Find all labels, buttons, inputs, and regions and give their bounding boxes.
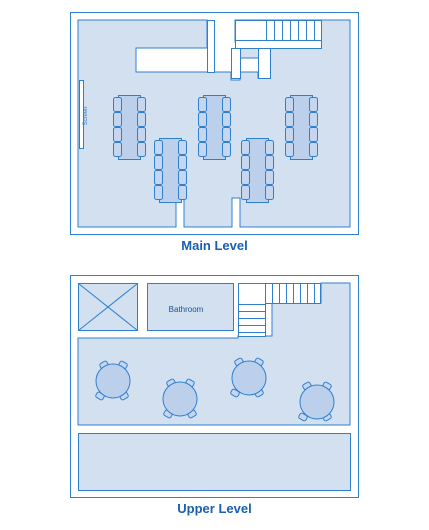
bathroom-room: [147, 283, 234, 331]
round-table-1: [95, 360, 131, 401]
main-table-2: [154, 138, 187, 203]
round-table-2: [162, 378, 198, 419]
upper-stair-top-treads: [272, 283, 315, 303]
upper-level-plan: Bathroom: [70, 275, 359, 498]
storage-cross-b: [78, 283, 138, 331]
screen: [79, 80, 84, 149]
main-table-4: [241, 138, 274, 203]
round-table-3: [230, 357, 267, 398]
bathroom-label: Bathroom: [169, 305, 204, 314]
main-level-stair-wall: [258, 48, 271, 79]
main-table-3: [198, 95, 231, 160]
main-level-plan: Screen: [70, 12, 359, 235]
upper-stair-flight-treads: [238, 304, 265, 333]
main-level-entry-wall: [231, 48, 241, 79]
main-level-stairs: [235, 20, 322, 49]
screen-label: Screen: [83, 106, 89, 125]
main-table-5: [285, 95, 318, 160]
main-table-1: [113, 95, 146, 160]
upper-level-lower-room: [78, 433, 351, 491]
upper-level-title: Upper Level: [177, 501, 252, 516]
main-level-partition: [207, 20, 215, 73]
main-level-stair-treads: [235, 20, 321, 41]
upper-stair-flight: [238, 283, 266, 337]
round-table-4: [298, 381, 335, 422]
main-level-title: Main Level: [181, 238, 248, 253]
